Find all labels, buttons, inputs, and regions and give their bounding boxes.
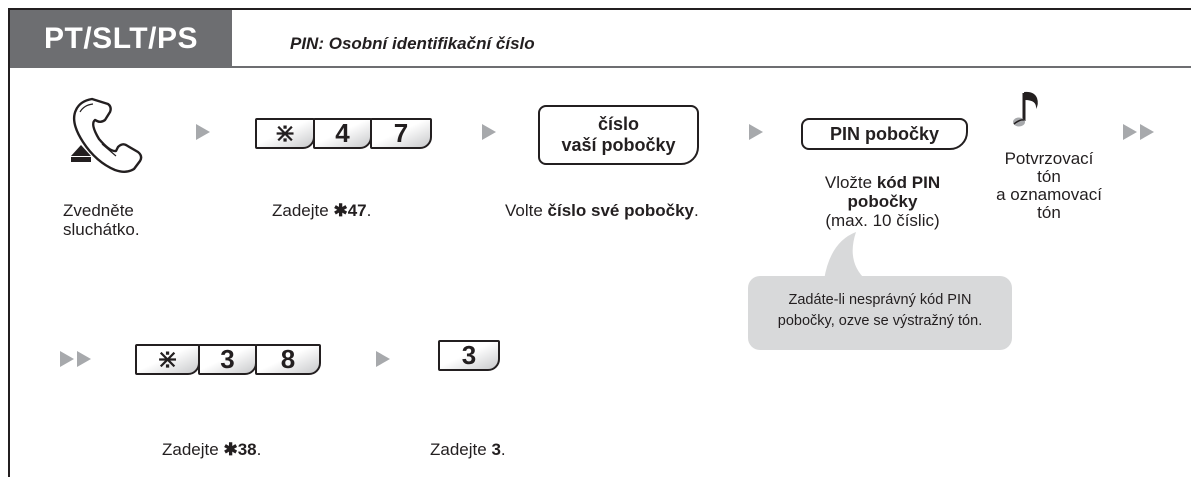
arrow-icon	[749, 124, 763, 140]
warning-note-bubble: Zadáte-li nesprávný kód PIN pobočky, ozv…	[748, 276, 1012, 350]
step-caption-dial-3: Zadejte 3.	[430, 440, 506, 459]
digit-key-7: 7	[370, 118, 432, 149]
digit-key-3-single: 3	[438, 340, 500, 371]
extension-pin-key: PIN pobočky	[801, 118, 968, 150]
digit-key-4: 4	[313, 118, 372, 149]
header-rule	[10, 66, 1191, 68]
frame-top-border	[8, 8, 1191, 10]
star-key: ⋇	[135, 344, 200, 375]
double-arrow-icon-a	[60, 351, 74, 367]
digit-key-8: 8	[255, 344, 321, 375]
digit-key-3: 3	[198, 344, 257, 375]
handset-off-hook-icon	[68, 96, 158, 174]
step-caption-tones: Potvrzovací tón a oznamovací tón	[996, 149, 1102, 222]
star-key: ⋇	[255, 118, 315, 149]
double-arrow-icon-b	[1140, 124, 1154, 140]
music-note-icon	[1012, 86, 1048, 130]
header-tab: PT/SLT/PS	[10, 10, 232, 68]
step-caption-dial-38: Zadejte ✱38.	[162, 440, 262, 459]
bubble-tail	[822, 232, 868, 285]
extension-number-key: číslo vaší pobočky	[538, 105, 699, 165]
arrow-icon	[196, 124, 210, 140]
arrow-icon	[376, 351, 390, 367]
step-caption-enter-pin: Vložte kód PIN pobočky (max. 10 číslic)	[824, 173, 941, 230]
double-arrow-icon-b	[77, 351, 91, 367]
double-arrow-icon-a	[1123, 124, 1137, 140]
frame-left-border	[8, 8, 10, 477]
page-subtitle: PIN: Osobní identifikační číslo	[290, 34, 535, 53]
step-caption-lift-handset: Zvedněte sluchátko.	[63, 201, 140, 239]
arrow-icon	[482, 124, 496, 140]
step-caption-dial-extension: Volte číslo své pobočky.	[505, 201, 699, 220]
star-icon: ✱	[333, 201, 348, 220]
star-icon: ✱	[223, 440, 238, 459]
step-caption-dial-47: Zadejte ✱47.	[272, 201, 372, 220]
